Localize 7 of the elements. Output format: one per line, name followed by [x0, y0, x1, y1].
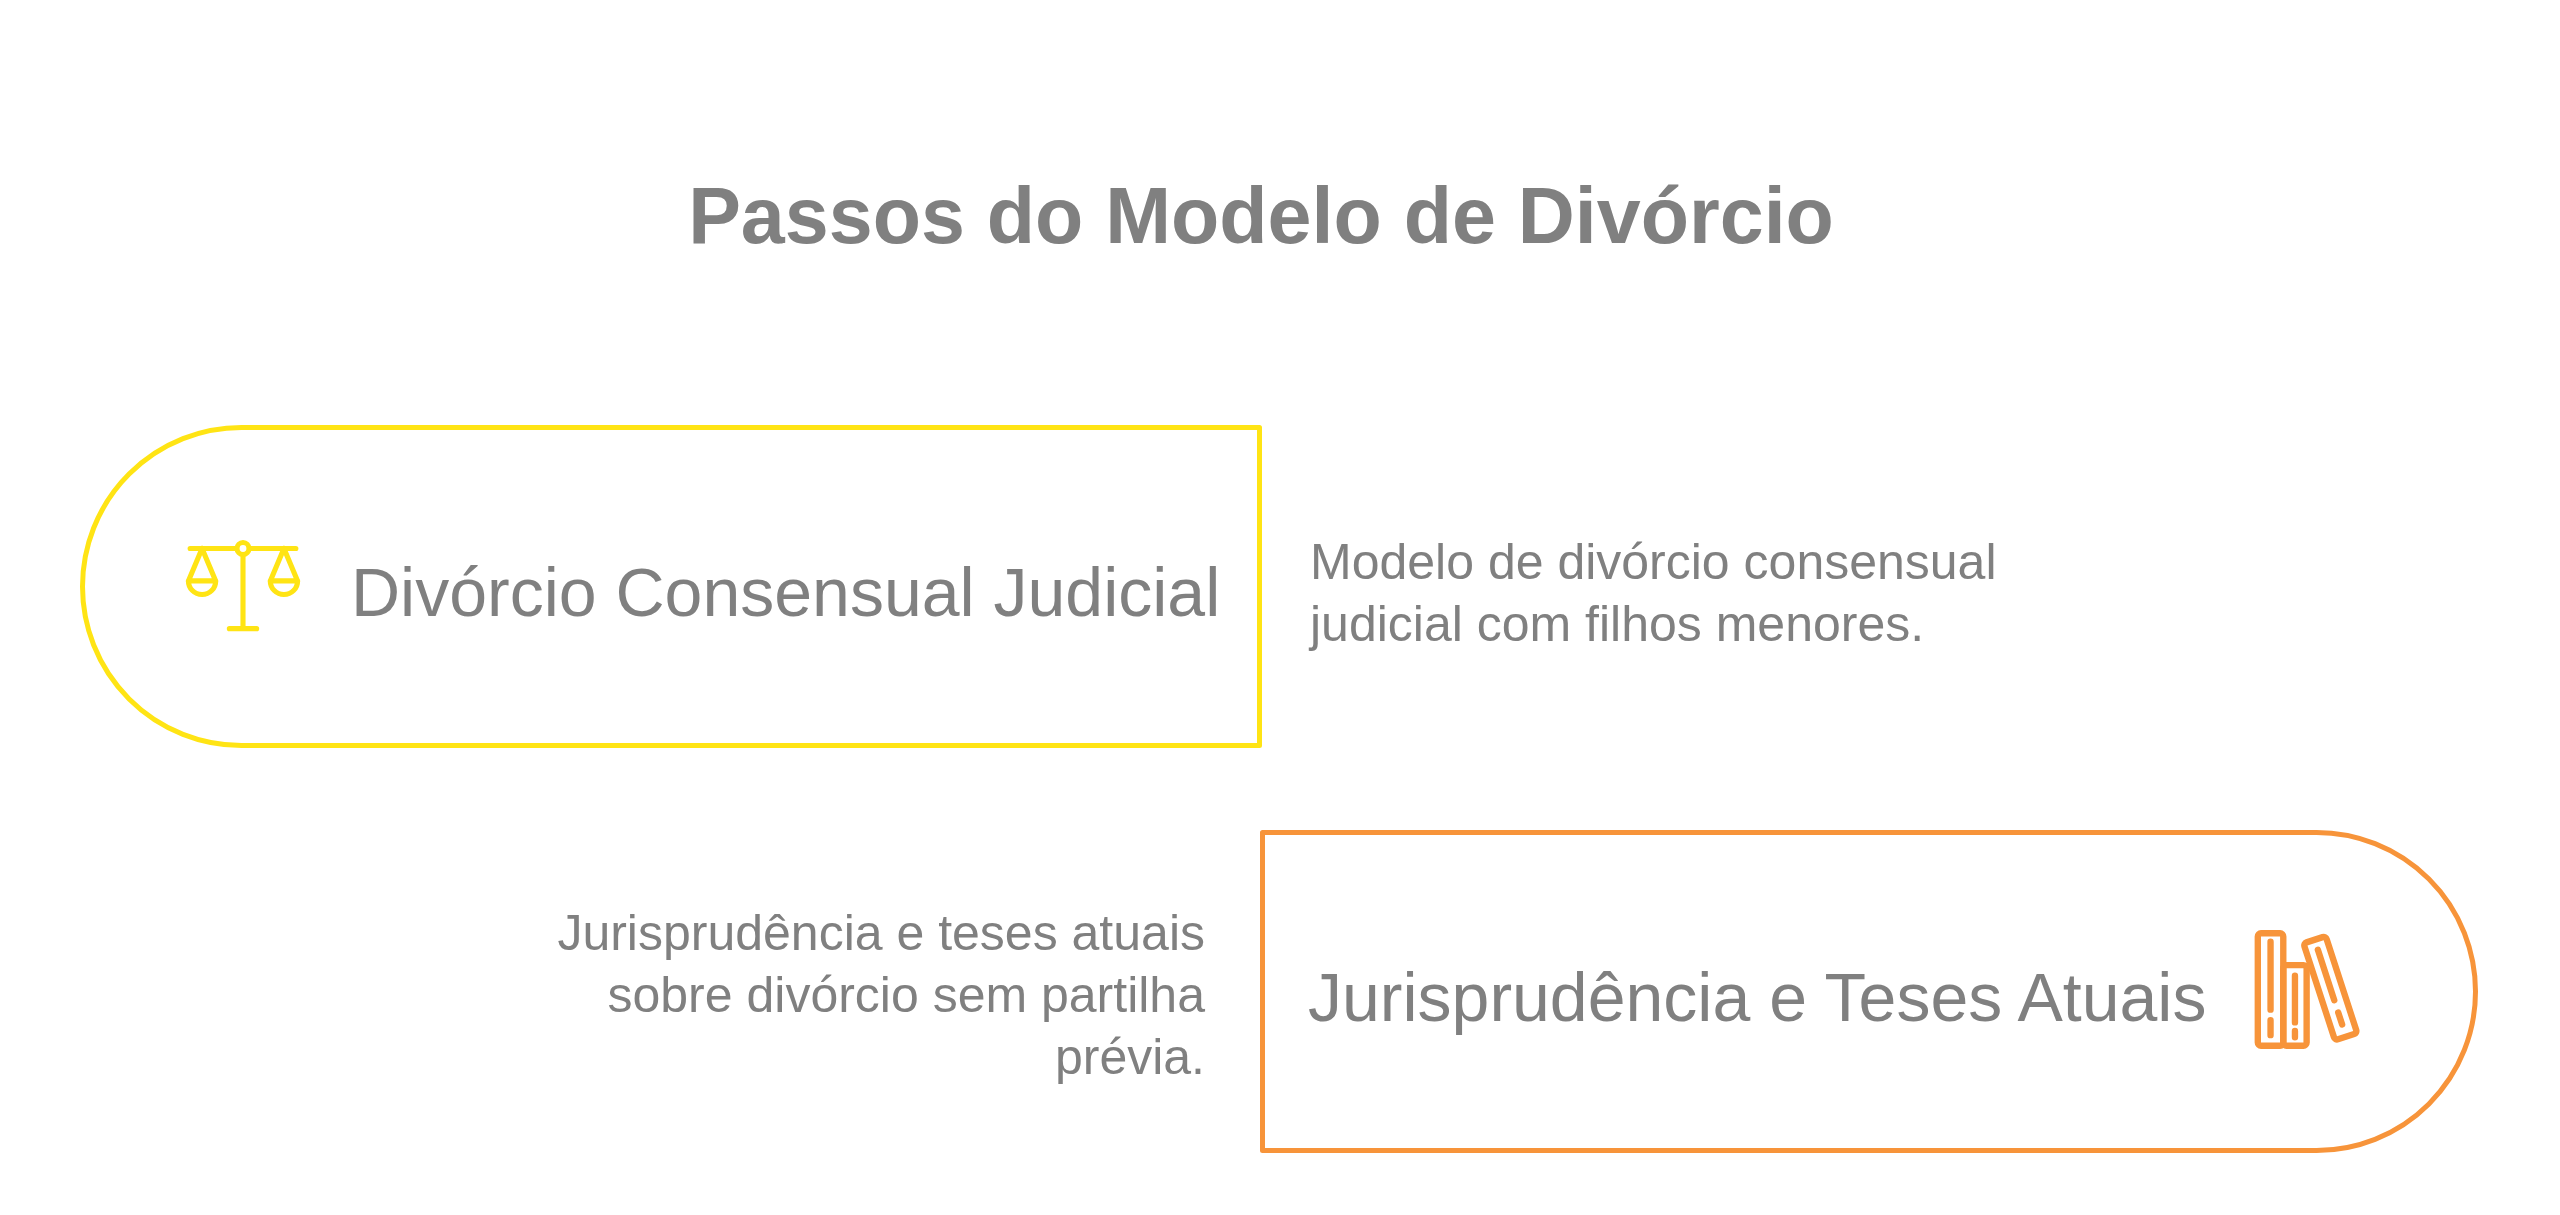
step-description: Jurisprudência e teses atuais sobre divórcio sem partilha prévia.: [556, 904, 1205, 1087]
step-title: Divórcio Consensual Judicial: [351, 552, 1221, 632]
step-box: [1260, 830, 2478, 1153]
step-title: Jurisprudência e Teses Atuais: [1308, 957, 2207, 1037]
step-box: [80, 425, 1262, 748]
step-description: Modelo de divórcio consensual judicial com filhos menores.: [1310, 533, 1998, 654]
diagram-title: Passos do Modelo de Divórcio: [687, 170, 1835, 262]
